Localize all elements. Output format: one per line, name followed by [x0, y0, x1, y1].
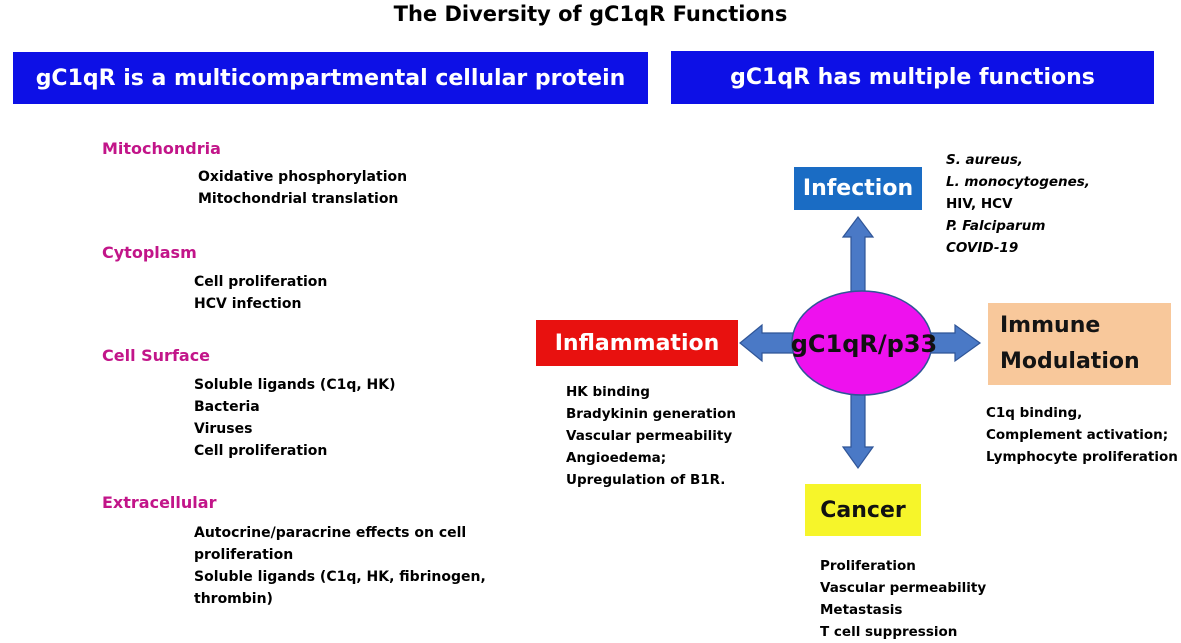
list-item: Metastasis: [820, 602, 903, 618]
right-banner: gC1qR has multiple functions: [671, 51, 1154, 104]
section-heading-cytoplasm: Cytoplasm: [102, 243, 197, 262]
list-item: Proliferation: [820, 558, 916, 574]
list-item: HCV infection: [194, 296, 302, 312]
list-item: T cell suppression: [820, 624, 958, 640]
list-item: Lymphocyte proliferation: [986, 449, 1178, 465]
section-heading-cell-surface: Cell Surface: [102, 346, 211, 365]
immune-label-line2: Modulation: [1000, 349, 1140, 374]
cancer-box: Cancer: [805, 484, 921, 536]
list-item: Soluble ligands (C1q, HK): [194, 377, 396, 393]
cancer-notes: Proliferation Vascular permeability Meta…: [820, 555, 986, 643]
list-item: Upregulation of B1R.: [566, 472, 726, 488]
immune-label-line1: Immune: [1000, 313, 1101, 338]
section-heading-mitochondria: Mitochondria: [102, 139, 221, 158]
infection-box: Infection: [794, 167, 922, 210]
list-item: Autocrine/paracrine effects on cell: [194, 525, 467, 541]
section-list-cytoplasm: Cell proliferation HCV infection: [194, 271, 327, 315]
arrow-down: [841, 391, 875, 470]
list-item: Vascular permeability: [820, 580, 987, 596]
list-item: Cell proliferation: [194, 443, 328, 459]
list-item: S. aureus,: [946, 152, 1023, 168]
inflammation-box: Inflammation: [536, 320, 738, 366]
section-list-cell-surface: Soluble ligands (C1q, HK) Bacteria Virus…: [194, 374, 396, 462]
list-item: proliferation: [194, 547, 294, 563]
list-item: Angioedema;: [566, 450, 667, 466]
list-item: C1q binding,: [986, 405, 1083, 421]
list-item: thrombin): [194, 591, 273, 607]
left-banner: gC1qR is a multicompartmental cellular p…: [13, 52, 648, 104]
list-item: COVID-19: [946, 240, 1019, 256]
list-item: Soluble ligands (C1q, HK, fibrinogen,: [194, 569, 486, 585]
list-item: Complement activation;: [986, 427, 1169, 443]
page-title: The Diversity of gC1qR Functions: [393, 2, 788, 26]
list-item: Bradykinin generation: [566, 406, 736, 422]
section-list-extracellular: Autocrine/paracrine effects on cell prol…: [194, 522, 486, 610]
list-item: Mitochondrial translation: [198, 191, 399, 207]
immune-notes: C1q binding, Complement activation; Lymp…: [986, 402, 1178, 468]
center-ellipse: [791, 290, 933, 396]
list-item: Cell proliferation: [194, 274, 328, 290]
immune-modulation-box: Immune Modulation: [988, 303, 1171, 385]
infection-notes: S. aureus, L. monocytogenes, HIV, HCV P.…: [946, 149, 1090, 259]
list-item: HK binding: [566, 384, 650, 400]
section-heading-extracellular: Extracellular: [102, 493, 217, 512]
list-item: Viruses: [194, 421, 253, 437]
list-item: Vascular permeability: [566, 428, 733, 444]
list-item: Bacteria: [194, 399, 260, 415]
list-item: Oxidative phosphorylation: [198, 169, 408, 185]
list-item: P. Falciparum: [946, 218, 1046, 234]
list-item: HIV, HCV: [946, 196, 1013, 212]
inflammation-notes: HK binding Bradykinin generation Vascula…: [566, 381, 736, 491]
section-list-mitochondria: Oxidative phosphorylation Mitochondrial …: [198, 166, 407, 210]
arrow-up: [841, 216, 875, 297]
center-label: gC1qR/p33: [791, 330, 938, 358]
list-item: L. monocytogenes,: [946, 174, 1090, 190]
